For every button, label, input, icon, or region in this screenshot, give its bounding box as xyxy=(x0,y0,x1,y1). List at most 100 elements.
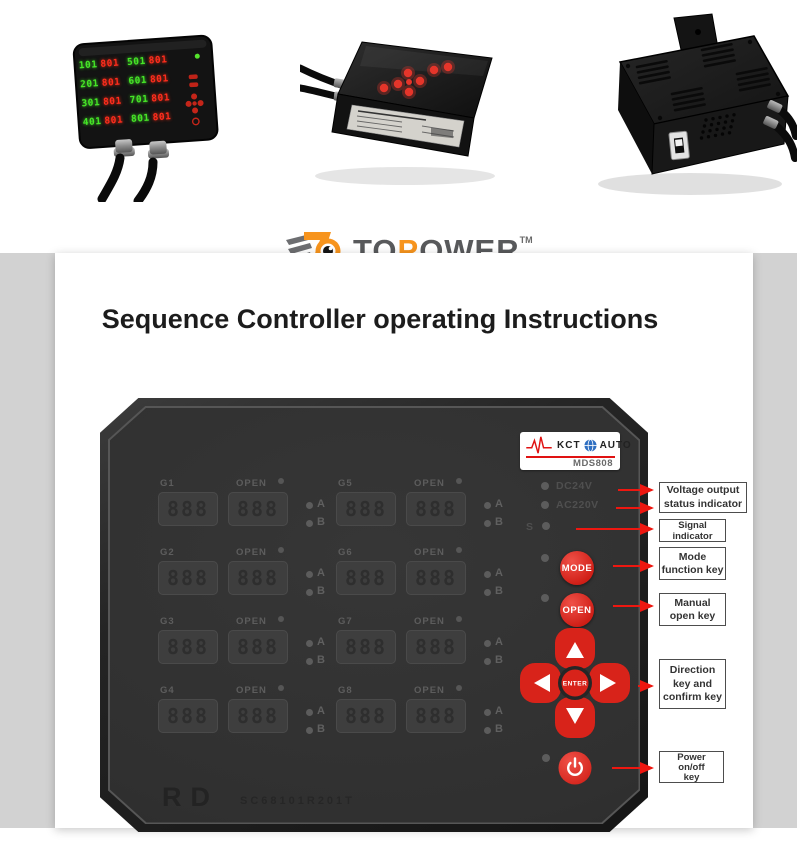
channel-b-label: B xyxy=(495,723,503,735)
controller-angle-illustration xyxy=(296,41,495,185)
open-indicator-dot xyxy=(456,616,462,622)
callout-line: confirm key xyxy=(663,691,722,703)
segment-display: 888 xyxy=(406,630,466,664)
group-label: G4 xyxy=(160,685,175,696)
dc24v-indicator-dot xyxy=(541,482,549,490)
channel-a-dot xyxy=(306,640,313,647)
channel-a-label: A xyxy=(317,498,325,510)
open-label: OPEN xyxy=(414,685,445,696)
open-label: OPEN xyxy=(236,685,267,696)
channel-b-label: B xyxy=(317,585,325,597)
product-photo-angle-view xyxy=(296,28,520,193)
callout-manual-open-key: Manual open key xyxy=(659,593,726,626)
channel-a-label: A xyxy=(317,636,325,648)
mode-indicator-dot xyxy=(541,554,549,562)
channel-a-dot xyxy=(484,709,491,716)
channel-a-label: A xyxy=(495,636,503,648)
segment-display: 888 xyxy=(158,561,218,595)
callout-signal-indicator: Signal indicator xyxy=(659,519,726,542)
kct-auto-logo: KCT AUTO MDS808 xyxy=(520,432,631,470)
kct-label: KCT xyxy=(557,439,581,451)
segment-display: 888 xyxy=(336,561,396,595)
channel-b-dot xyxy=(306,520,313,527)
channel-a-dot xyxy=(306,502,313,509)
group-label: G8 xyxy=(338,685,353,696)
display-group-g7: G7 OPEN 888 888 A B xyxy=(336,616,508,678)
segment-display: 888 xyxy=(336,630,396,664)
channel-a-dot xyxy=(484,571,491,578)
open-label: OPEN xyxy=(414,616,445,627)
channel-b-label: B xyxy=(495,516,503,528)
callout-line: open key xyxy=(669,610,716,622)
channel-a-dot xyxy=(484,640,491,647)
globe-icon xyxy=(584,438,597,452)
open-button: OPEN xyxy=(560,593,594,627)
channel-a-label: A xyxy=(317,705,325,717)
open-indicator-dot xyxy=(456,685,462,691)
segment-display: 888 xyxy=(336,699,396,733)
channel-a-dot xyxy=(484,502,491,509)
open-indicator-dot xyxy=(278,616,284,622)
display-group-g6: G6 OPEN 888 888 A B xyxy=(336,547,508,609)
channel-b-label: B xyxy=(317,654,325,666)
open-indicator-dot xyxy=(278,478,284,484)
channel-b-dot xyxy=(484,727,491,734)
ac220v-indicator-dot xyxy=(541,501,549,509)
channel-a-dot xyxy=(306,571,313,578)
group-label: G7 xyxy=(338,616,353,627)
controller-panel-diagram: KCT AUTO MDS808 G1 OPEN 888 888 A B G2 O xyxy=(100,398,648,832)
open-label: OPEN xyxy=(236,616,267,627)
controller-rear-illustration xyxy=(598,13,800,195)
open-label: OPEN xyxy=(236,478,267,489)
callout-line: indicator xyxy=(672,530,713,542)
ecg-line-icon xyxy=(526,436,552,454)
signal-indicator-dot xyxy=(542,522,550,530)
segment-display: 888 xyxy=(228,492,288,526)
channel-a-label: A xyxy=(495,498,503,510)
open-label: OPEN xyxy=(414,478,445,489)
segment-display: 888 xyxy=(336,492,396,526)
callout-line: Signal xyxy=(678,520,707,531)
channel-a-dot xyxy=(306,709,313,716)
mode-button: MODE xyxy=(560,551,594,585)
power-indicator-dot xyxy=(542,754,550,762)
enter-button-label: ENTER xyxy=(563,681,588,688)
serial-code: SC68101R201T xyxy=(240,795,355,807)
power-button xyxy=(558,751,592,785)
open-label: OPEN xyxy=(414,547,445,558)
channel-a-label: A xyxy=(495,705,503,717)
channel-b-dot xyxy=(306,727,313,734)
panel-face xyxy=(109,407,639,823)
band-edge xyxy=(797,253,800,828)
channel-b-dot xyxy=(484,520,491,527)
open-indicator-dot xyxy=(278,547,284,553)
segment-display: 888 xyxy=(406,561,466,595)
segment-display: 888 xyxy=(228,630,288,664)
segment-display: 888 xyxy=(228,561,288,595)
channel-b-label: B xyxy=(495,585,503,597)
channel-b-dot xyxy=(306,658,313,665)
segment-display: 888 xyxy=(158,699,218,733)
direction-pad: ENTER xyxy=(520,628,630,738)
channel-b-label: B xyxy=(317,723,325,735)
page-title: Sequence Controller operating Instructio… xyxy=(101,304,659,334)
product-photo-rear-view xyxy=(582,12,800,207)
open-indicator-dot xyxy=(456,478,462,484)
channel-b-dot xyxy=(306,589,313,596)
channel-b-dot xyxy=(484,589,491,596)
callout-line: key and xyxy=(672,677,713,690)
open-label: OPEN xyxy=(236,547,267,558)
channel-b-label: B xyxy=(495,654,503,666)
callout-line: on/off xyxy=(678,761,705,773)
controller-front-illustration xyxy=(72,34,219,206)
callout-line: Power xyxy=(677,752,706,763)
callout-line: Manual xyxy=(674,597,711,609)
callout-line: Mode xyxy=(678,551,707,563)
segment-display: 888 xyxy=(406,492,466,526)
